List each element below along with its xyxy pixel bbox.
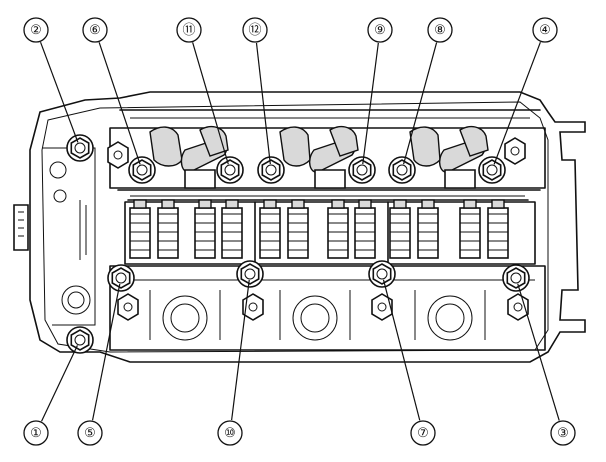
callout-number-3: ③ — [557, 426, 569, 441]
bolt-1 — [66, 326, 94, 354]
bolt-3 — [502, 264, 530, 292]
valve-spring — [194, 199, 216, 259]
callout-circle-6 — [82, 17, 108, 43]
callout-circle-2 — [23, 17, 49, 43]
valve-spring — [129, 199, 151, 259]
spark-plug-boss-2 — [242, 293, 264, 321]
camshaft-strip — [117, 189, 541, 201]
leader-line-6 — [98, 42, 141, 165]
valve-spring — [417, 199, 439, 259]
callout-circle-10 — [217, 420, 243, 446]
callout-circle-4 — [532, 17, 558, 43]
callout-number-1: ① — [30, 426, 42, 441]
callout-circle-5 — [77, 420, 103, 446]
bolt-6 — [128, 156, 156, 184]
bolt-11 — [216, 156, 244, 184]
callout-number-2: ② — [30, 23, 42, 38]
callout-number-12: ⑫ — [248, 23, 261, 38]
callout-number-5: ⑤ — [84, 426, 96, 441]
bolt-8 — [388, 156, 416, 184]
bolt-5 — [107, 264, 135, 292]
callout-number-7: ⑦ — [417, 426, 429, 441]
bolt-4 — [478, 156, 506, 184]
callout-circle-8 — [427, 17, 453, 43]
callout-circle-11 — [176, 17, 202, 43]
leader-line-8 — [402, 42, 438, 165]
cylinder-head-bolts — [66, 134, 530, 354]
valve-spring — [389, 199, 411, 259]
valve-spring — [487, 199, 509, 259]
leader-line-10 — [231, 279, 250, 421]
callout-number-11: ⑪ — [182, 23, 195, 38]
callout-number-4: ④ — [539, 23, 551, 38]
leader-line-4 — [493, 41, 541, 165]
callout-number-10: ⑩ — [224, 426, 236, 441]
callout-circle-9 — [367, 17, 393, 43]
callout-number-8: ⑧ — [434, 23, 446, 38]
callout-number-9: ⑨ — [374, 23, 386, 38]
rocker-arm-area — [109, 109, 546, 189]
bolt-2 — [66, 134, 94, 162]
callout-labels: ① ② ③ ④ ⑤ ⑥ ⑦ ⑧ ⑨ ⑩ ⑪ ⑫ — [23, 17, 576, 446]
valve-spring — [354, 199, 376, 259]
valve-spring — [157, 199, 179, 259]
bolt-10 — [236, 260, 264, 288]
leader-line-9 — [362, 42, 379, 165]
leader-line-5 — [91, 283, 121, 421]
leader-line-3 — [517, 283, 560, 421]
bolt-9 — [348, 156, 376, 184]
upper-hex-bosses — [107, 137, 526, 169]
spark-plug-boss-1 — [117, 293, 139, 321]
valve-spring — [459, 199, 481, 259]
valve-spring — [221, 199, 243, 259]
spark-plug-boss-3 — [371, 293, 393, 321]
valve-spring — [259, 199, 281, 259]
leader-line-12 — [255, 42, 271, 165]
valve-spring-area — [124, 199, 536, 265]
callout-circle-12 — [242, 17, 268, 43]
leader-line-7 — [382, 279, 421, 421]
callout-number-6: ⑥ — [89, 23, 101, 38]
callout-circle-1 — [23, 420, 49, 446]
leader-line-2 — [39, 41, 79, 143]
lower-journal-area — [109, 265, 546, 351]
valve-spring — [287, 199, 309, 259]
callout-circle-7 — [410, 420, 436, 446]
bolt-12 — [257, 156, 285, 184]
valve-spring — [327, 199, 349, 259]
callout-circle-3 — [550, 420, 576, 446]
leader-line-1 — [41, 345, 78, 422]
bolt-7 — [368, 260, 396, 288]
leader-line-11 — [192, 42, 229, 165]
